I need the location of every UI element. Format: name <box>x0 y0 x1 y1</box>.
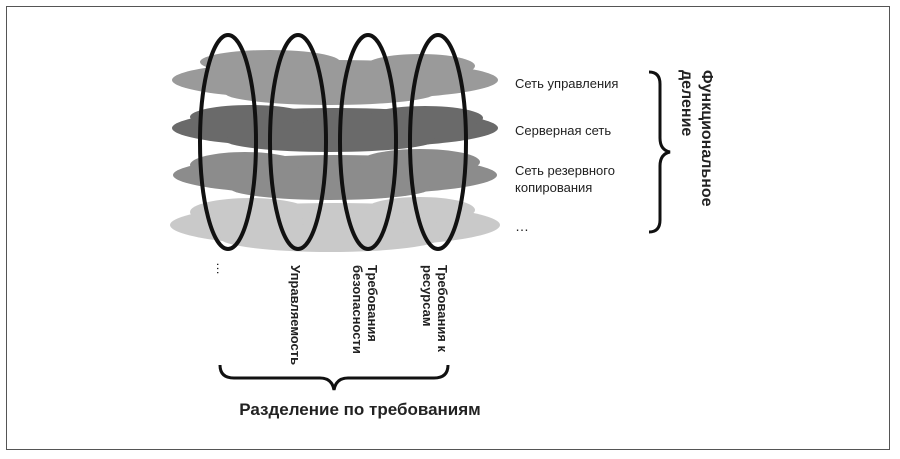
functional-division-title: Функциональное деление <box>678 70 715 207</box>
requirement-ring-4 <box>408 33 468 251</box>
requirement-ring-3 <box>338 33 398 251</box>
requirement-security: Требования безопасности <box>350 265 380 354</box>
layer-label-management: Сеть управления <box>515 76 619 91</box>
layer-1-cloud <box>172 50 498 105</box>
layer-2-cloud <box>172 105 498 152</box>
layer-label-more: … <box>515 218 532 234</box>
functional-brace <box>648 70 671 234</box>
requirement-ring-1 <box>198 33 258 251</box>
figure-frame <box>6 6 890 450</box>
requirements-division-title: Разделение по требованиям <box>239 400 481 419</box>
requirements-brace <box>218 364 450 391</box>
layer-label-server: Серверная сеть <box>515 123 612 138</box>
layer-3-cloud <box>173 149 497 200</box>
requirement-ring-2 <box>268 33 328 251</box>
requirement-manageability: Управляемость <box>288 265 303 366</box>
requirement-more: … <box>214 262 229 275</box>
requirement-resources: Требования к ресурсам <box>420 265 450 353</box>
layer-label-backup: Сеть резервного копирования <box>515 163 615 195</box>
